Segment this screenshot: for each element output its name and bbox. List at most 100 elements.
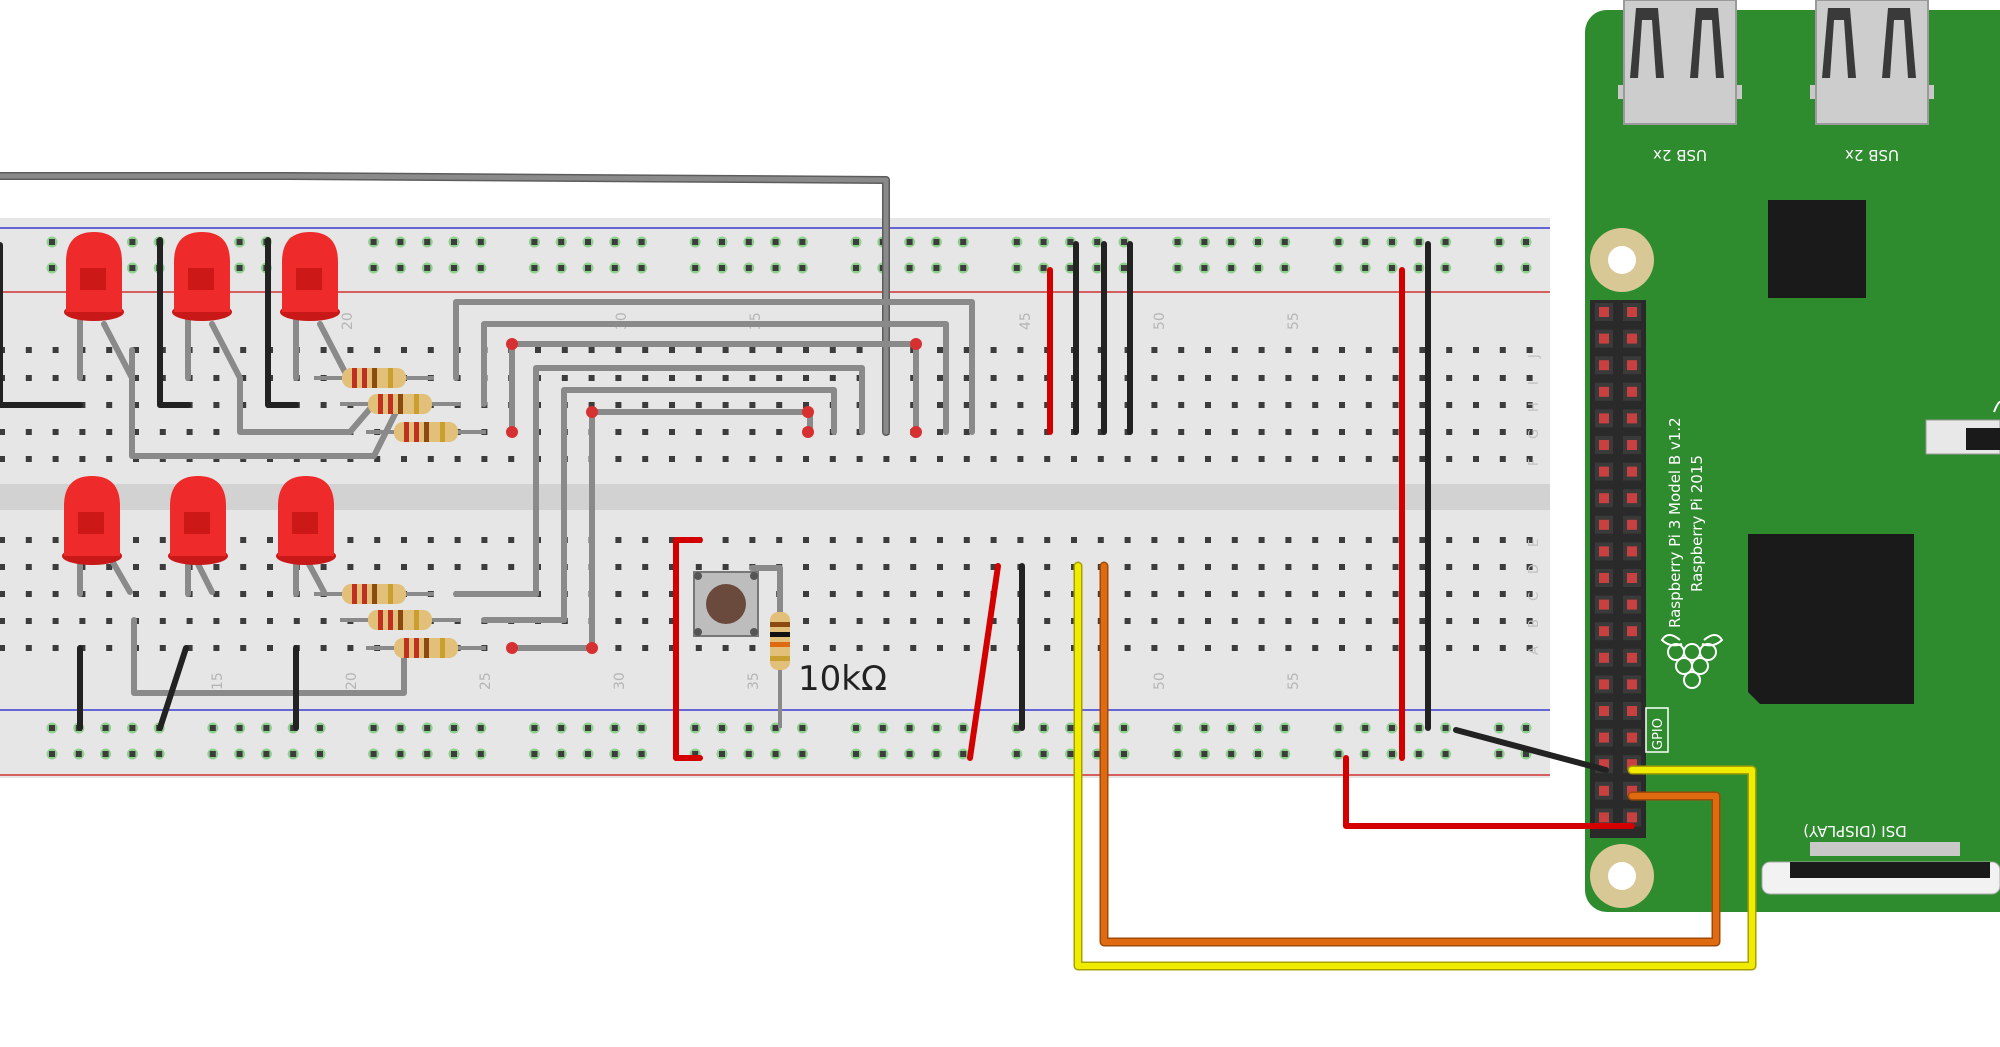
breadboard-hole [1231,429,1238,435]
breadboard-hole [615,537,622,543]
breadboard-hole [883,618,890,624]
breadboard-hole [1285,347,1292,353]
breadboard-hole [1446,591,1453,597]
pulldown-resistor [770,604,790,728]
breadboard-hole [829,537,836,543]
breadboard-hole [1365,347,1372,353]
usb-port-2 [1810,0,1934,125]
breadboard-hole [106,456,113,462]
breadboard-hole [1473,645,1479,651]
breadboard-hole [1258,618,1265,624]
breadboard-hole [669,645,675,651]
breadboard-hole [1473,591,1479,597]
breadboard-hole [1205,347,1211,353]
breadboard-hole [1097,429,1104,435]
breadboard-hole [749,375,756,381]
breadboard-hole [722,456,729,462]
breadboard-hole [374,537,381,543]
breadboard-hole [776,347,783,353]
breadboard-hole [1178,347,1185,353]
breadboard-hole [1499,564,1506,570]
resistor [340,610,460,630]
breadboard-hole [25,456,32,462]
breadboard-hole [642,456,649,462]
breadboard-hole [320,618,327,624]
breadboard-hole [990,429,997,435]
breadboard-hole [642,347,649,353]
breadboard-hole [1392,347,1399,353]
breadboard-hole [1258,347,1265,353]
breadboard-hole [829,347,836,353]
breadboard-hole [0,618,5,624]
breadboard-hole [1285,375,1292,381]
breadboard-hole [883,456,890,462]
wires [0,172,1757,971]
breadboard-hole [1339,375,1345,381]
breadboard-hole [1446,537,1453,543]
breadboard-hole [1258,537,1265,543]
breadboard-hole [561,375,568,381]
breadboard-hole [1178,429,1185,435]
breadboard-hole [320,347,327,353]
breadboard-hole [1499,375,1506,381]
breadboard-hole [1339,618,1345,624]
breadboard-hole [133,429,139,435]
breadboard-hole [1419,429,1426,435]
breadboard-hole [856,618,863,624]
breadboard-hole [1205,375,1211,381]
breadboard-hole [347,537,354,543]
breadboard-hole [1526,456,1533,462]
breadboard-hole [1097,402,1104,408]
breadboard-hole [963,429,970,435]
breadboard-hole [1205,429,1211,435]
breadboard-hole [642,375,649,381]
breadboard-hole [803,456,809,462]
dsi-connector-pins [1810,842,1960,856]
breadboard-hole [25,645,32,651]
breadboard-hole [963,402,970,408]
led-red [276,476,336,565]
col-number-bottom: 30 [612,672,628,690]
col-number-top: 55 [1286,312,1302,330]
breadboard-hole [749,429,756,435]
breadboard-hole [1178,456,1185,462]
breadboard-hole [0,564,5,570]
breadboard-hole [1526,564,1533,570]
breadboard-hole [803,564,809,570]
breadboard-hole [856,456,863,462]
breadboard-hole [776,375,783,381]
breadboard-hole [669,456,675,462]
breadboard-hole [1124,591,1131,597]
resistor [366,638,486,658]
breadboard-hole [695,347,702,353]
breadboard-hole [883,537,890,543]
breadboard-hole [990,537,997,543]
breadboard-hole [293,618,300,624]
breadboard-hole [240,402,247,408]
breadboard-hole [963,347,970,353]
breadboard-hole [106,375,113,381]
col-number-bottom: 35 [746,672,762,690]
breadboard-hole [401,456,407,462]
breadboard-hole [1473,347,1479,353]
breadboard-hole [508,537,515,543]
breadboard-hole [990,347,997,353]
breadboard-hole [669,591,675,597]
resistor [314,584,434,604]
breadboard-hole [963,591,970,597]
breadboard-hole [133,591,139,597]
breadboard-hole [1392,456,1399,462]
row-letter: E [1527,539,1542,547]
breadboard-hole [561,347,568,353]
breadboard-hole [1231,347,1238,353]
breadboard-hole [1392,429,1399,435]
breadboard-hole [427,537,434,543]
breadboard-hole [186,429,193,435]
breadboard-hole [1151,347,1158,353]
breadboard-hole [990,375,997,381]
push-button [693,571,759,637]
usb-port-1 [1618,0,1742,125]
breadboard-hole [159,429,166,435]
breadboard-hole [937,537,943,543]
breadboard-hole [481,537,488,543]
